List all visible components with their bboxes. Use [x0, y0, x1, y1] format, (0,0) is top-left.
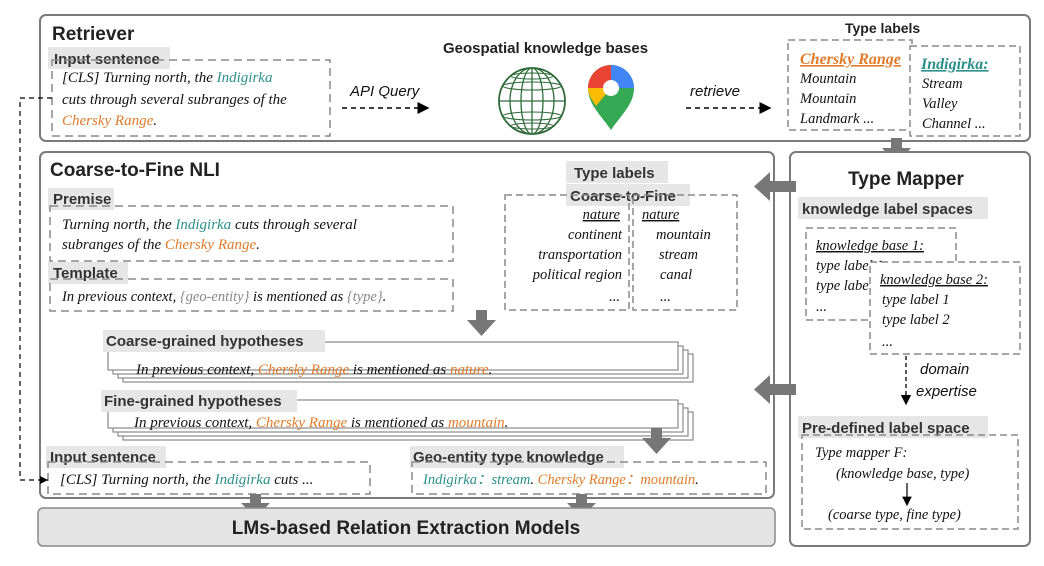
- kb1-item-3: ...: [816, 299, 827, 315]
- chersky-labels-box: [787, 39, 913, 131]
- premise-box: [49, 205, 454, 262]
- fine-label-box: [632, 194, 738, 311]
- kls-label: knowledge label spaces: [802, 201, 973, 218]
- globe-icon: [498, 67, 566, 135]
- retriever-title: Retriever: [52, 24, 135, 45]
- entity-indigirka: Indigirka: [216, 70, 273, 86]
- template-label: Template: [53, 265, 118, 282]
- indigirka-head: Indigirka:: [920, 56, 989, 73]
- premise-label-bg: [48, 188, 114, 210]
- fine-hypotheses-stack: [101, 390, 694, 441]
- mapper-f-label: Type mapper F:: [815, 445, 907, 461]
- kls-label-bg: [798, 197, 988, 219]
- fine-head: nature: [642, 207, 680, 223]
- api-query-label: API Query: [349, 83, 421, 100]
- arrow-to-geo-knowledge: [642, 428, 671, 454]
- chersky-type-1: Mountain: [799, 71, 856, 87]
- fine-item-2: stream: [659, 247, 698, 263]
- kb2-box: [869, 261, 1021, 355]
- kb2-item-1: type label 1: [882, 292, 950, 308]
- retriever-input-line2: cuts through several subranges of the: [62, 92, 287, 108]
- coarse-hyp-label: Coarse-grained hypotheses: [106, 333, 304, 350]
- kb2-head: knowledge base 2:: [880, 272, 988, 288]
- template-text: In previous context, {geo-entity} is men…: [61, 289, 386, 305]
- nli-type-labels-bg: [566, 161, 668, 183]
- nli-input-label: Input sentence: [50, 449, 156, 466]
- entity-chersky: Chersky Range: [62, 113, 154, 129]
- retrieve-label: retrieve: [690, 83, 740, 100]
- kb-title: Geospatial knowledge bases: [443, 40, 648, 57]
- indigirka-labels-box: [909, 45, 1021, 137]
- retriever-input-line3: Chersky Range.: [62, 113, 157, 129]
- chersky-type-2: Mountain: [799, 91, 856, 107]
- kb2-item-2: type label 2: [882, 312, 950, 328]
- retriever-input-label-bg: [48, 47, 170, 69]
- chersky-head: Chersky Range: [800, 51, 901, 68]
- nli-title: Coarse-to-Fine NLI: [50, 160, 220, 181]
- predefined-label: Pre-defined label space: [802, 420, 970, 437]
- nli-input-box: [47, 461, 371, 495]
- domain-label: domain: [920, 361, 969, 378]
- mapper-title: Type Mapper: [848, 169, 964, 190]
- indigirka-type-2: Valley: [922, 96, 958, 112]
- kb1-head: knowledge base 1:: [816, 238, 924, 254]
- lms-title: LMs-based Relation Extraction Models: [232, 518, 580, 539]
- predefined-box: [801, 434, 1019, 530]
- kb2-item-3: ...: [882, 334, 893, 350]
- arrow-mapper-to-hypotheses: [754, 375, 796, 404]
- geo-text: Indigirka：stream. Chersky Range：mountain…: [422, 472, 699, 488]
- expertise-label: expertise: [916, 383, 977, 400]
- nli-panel: Coarse-to-Fine NLI Premise Turning north…: [39, 151, 775, 499]
- predefined-label-bg: [798, 416, 988, 438]
- nli-input-text: [CLS] Turning north, the Indigirka cuts …: [60, 472, 313, 488]
- coarse-hypotheses-stack: [103, 330, 694, 383]
- map-pin-icon: [588, 65, 634, 130]
- coarse-label-box: [504, 194, 630, 311]
- template-box: [49, 278, 454, 312]
- input-connector: [19, 97, 52, 484]
- premise-label: Premise: [53, 191, 111, 208]
- mapper-kb-type: (knowledge base, type): [836, 466, 969, 482]
- coarse-item-1: continent: [568, 227, 623, 243]
- coarse-item-3: political region: [532, 267, 622, 283]
- fine-hyp-text: In previous context, Chersky Range is me…: [133, 415, 508, 431]
- type-mapper-panel: Type Mapper knowledge label spaces knowl…: [789, 151, 1031, 547]
- geo-box: [411, 461, 767, 495]
- retriever-type-labels-title: Type labels: [845, 20, 920, 36]
- fine-item-4: ...: [660, 289, 671, 305]
- fine-item-1: mountain: [656, 227, 711, 243]
- lms-box: LMs-based Relation Extraction Models: [37, 507, 776, 547]
- coarse-item-4: ...: [609, 289, 620, 305]
- coarse-item-2: transportation: [538, 247, 622, 263]
- nli-type-labels-title: Type labels: [574, 165, 655, 182]
- fine-item-3: canal: [660, 267, 692, 283]
- mapper-coarse-fine: (coarse type, fine type): [828, 507, 961, 523]
- chersky-type-3: Landmark ...: [799, 111, 874, 127]
- indigirka-type-1: Stream: [922, 76, 963, 92]
- kb1-item-1: type label 1: [816, 258, 884, 274]
- fine-hyp-label: Fine-grained hypotheses: [104, 393, 282, 410]
- premise-line1: Turning north, the Indigirka cuts throug…: [62, 217, 357, 233]
- indigirka-type-3: Channel ...: [922, 116, 986, 132]
- kb1-item-2: type label 2: [816, 278, 884, 294]
- coarse-hyp-text: In previous context, Chersky Range is me…: [135, 362, 492, 378]
- arrow-to-hypotheses: [467, 310, 496, 336]
- premise-line2: subranges of the Chersky Range.: [62, 237, 260, 253]
- geo-label: Geo-entity type knowledge: [413, 449, 604, 466]
- arrow-mapper-to-type-labels: [754, 172, 796, 201]
- retriever-panel: Retriever Input sentence [CLS] Turning n…: [39, 14, 1031, 142]
- retriever-input-line1: [CLS] Turning north, the Indigirka: [62, 70, 272, 86]
- coarse-head: nature: [583, 207, 621, 223]
- coarse-to-fine-label: Coarse-to-Fine: [570, 188, 676, 205]
